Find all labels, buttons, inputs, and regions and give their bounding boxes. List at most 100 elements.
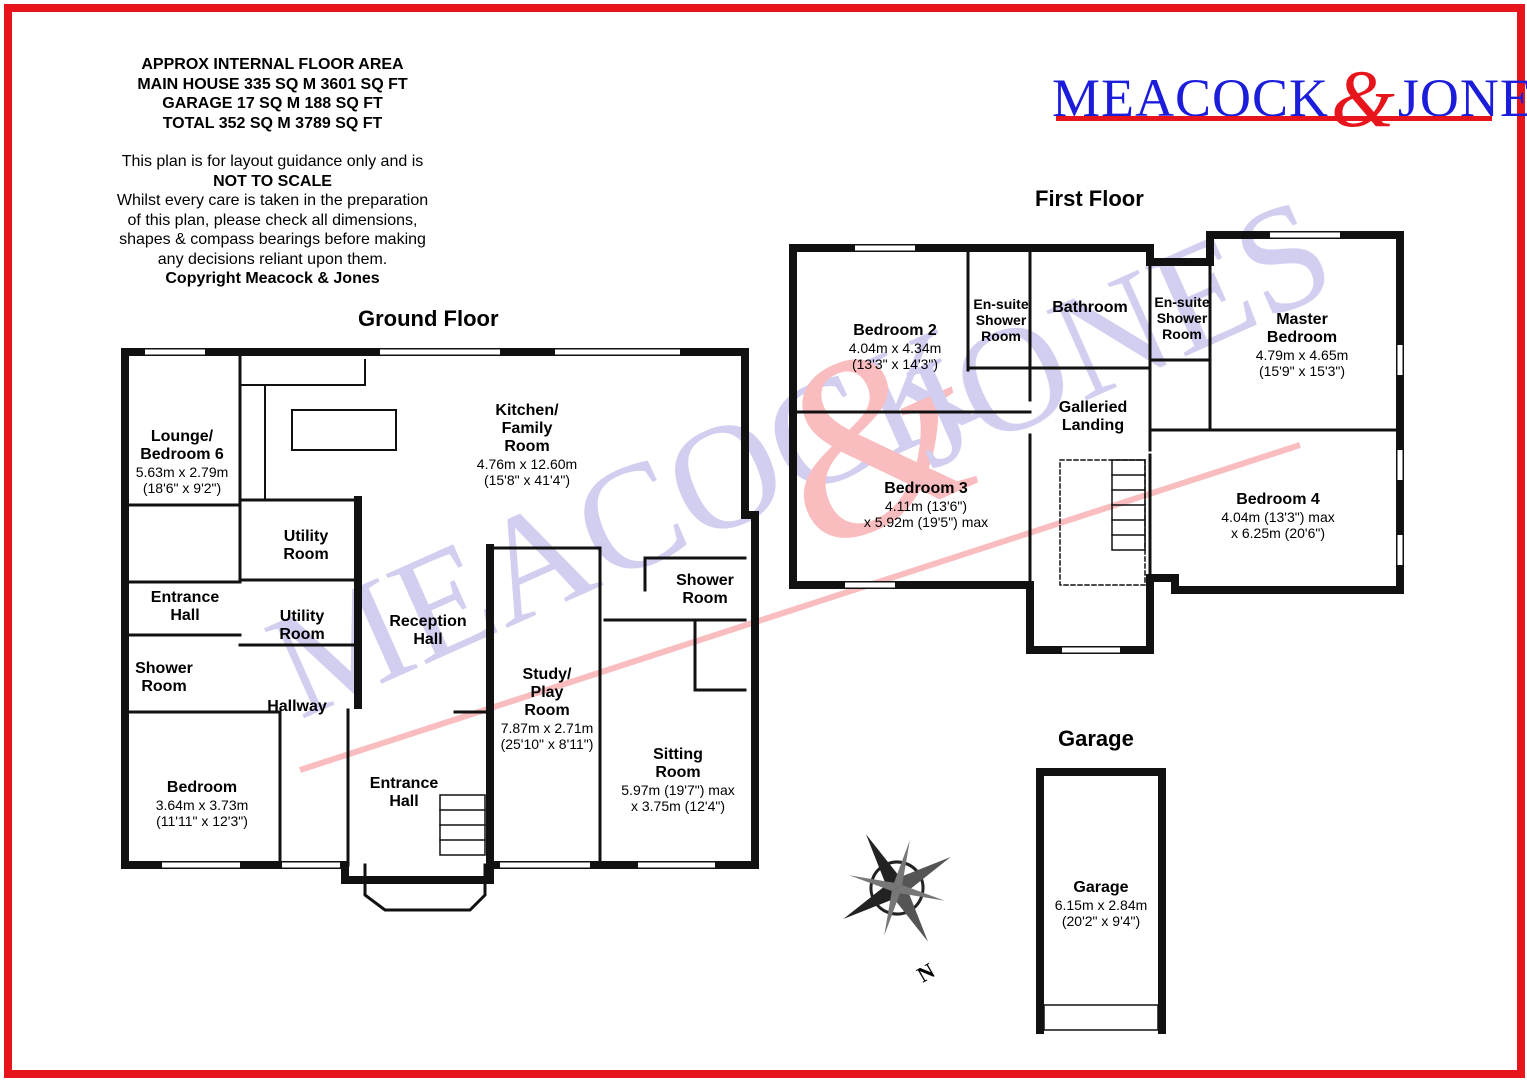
ground-floor-thick-walls	[354, 496, 494, 869]
room-name: Entrance	[150, 589, 220, 606]
room-lounge: Lounge/ Bedroom 6 5.63m x 2.79m (18'6" x…	[136, 428, 229, 496]
logo-ampersand: &	[1331, 53, 1396, 144]
room-dimensions: 4.11m (13'6")	[884, 498, 968, 514]
ground-stairs	[439, 794, 486, 856]
copyright: Copyright Meacock & Jones	[165, 270, 380, 287]
room-bedroom-4: Bedroom 4 4.04m (13'3") max x 6.25m (20'…	[1221, 491, 1334, 541]
company-logo: MEACOCK&JONES	[1052, 42, 1527, 144]
page-border	[4, 4, 1525, 1078]
disclaimer-line: any decisions reliant upon them.	[157, 250, 388, 268]
room-name: Utility	[279, 608, 325, 625]
room-name: En-suite	[1154, 294, 1210, 310]
room-name: Room	[981, 328, 1021, 344]
room-name: Family	[501, 420, 553, 437]
room-name: Bedroom	[166, 779, 238, 796]
disclaimer-line: of this plan, please check all dimension…	[127, 211, 418, 229]
room-entrance-hall-main: Entrance Hall	[370, 775, 438, 811]
room-dimensions-imperial: x 5.92m (19'5") max	[863, 514, 989, 530]
first-floor-title: First Floor	[1035, 186, 1144, 211]
room-dimensions: 4.04m x 4.34m	[848, 340, 942, 356]
room-name: Shower	[135, 660, 193, 677]
area-total: TOTAL 352 SQ M 3789 SQ FT	[162, 114, 383, 132]
room-name: Hall	[170, 607, 200, 624]
room-name: Reception	[389, 613, 467, 630]
room-dimensions: 5.97m (19'7") max	[621, 782, 735, 798]
area-title: APPROX INTERNAL FLOOR AREA	[141, 56, 404, 73]
room-utility-lower: Utility Room	[279, 608, 324, 644]
room-name: En-suite	[973, 296, 1029, 312]
room-dimensions: 6.15m x 2.84m	[1054, 897, 1148, 913]
first-floor-inner-walls	[793, 248, 1400, 587]
room-name: Hall	[389, 793, 419, 810]
room-name: Bathroom	[1052, 299, 1128, 316]
room-name: Shower	[1156, 310, 1208, 326]
first-floor-walls	[789, 231, 1404, 654]
room-name: Entrance	[369, 775, 439, 792]
room-name: Sitting	[653, 746, 703, 763]
room-name: Hallway	[267, 698, 327, 715]
floor-area-info: APPROX INTERNAL FLOOR AREA MAIN HOUSE 33…	[60, 55, 485, 289]
room-sitting: Sitting Room 5.97m (19'7") max x 3.75m (…	[621, 746, 734, 814]
room-name: Study/	[522, 666, 572, 683]
room-garage: Garage 6.15m x 2.84m (20'2" x 9'4")	[1055, 879, 1148, 929]
room-ensuite-2: En-suite Shower Room	[1154, 294, 1209, 342]
disclaimer-line: Whilst every care is taken in the prepar…	[116, 192, 429, 209]
room-name: Landing	[1061, 417, 1125, 434]
area-main-house: MAIN HOUSE 335 SQ M 3601 SQ FT	[137, 75, 408, 93]
room-name: Bedroom 2	[853, 322, 937, 339]
room-dimensions: 3.64m x 3.73m	[155, 797, 249, 813]
room-bathroom: Bathroom	[1052, 299, 1128, 317]
room-bedroom-3: Bedroom 3 4.11m (13'6") x 5.92m (19'5") …	[864, 480, 988, 530]
room-shower-left: Shower Room	[135, 660, 193, 696]
room-name: Bedroom 6	[140, 446, 224, 463]
room-dimensions-imperial: (20'2" x 9'4")	[1061, 913, 1141, 929]
bay-window	[363, 863, 487, 912]
room-hallway: Hallway	[267, 698, 327, 716]
room-name: Room	[141, 678, 187, 695]
disclaimer-line: shapes & compass bearings before making	[119, 231, 426, 248]
first-floor-stairs	[1111, 459, 1146, 551]
ground-floor-inner-walls	[126, 350, 747, 867]
room-name: Room	[524, 702, 570, 719]
room-name: Utility	[283, 528, 329, 545]
room-dimensions-imperial: (25'10" x 8'11")	[500, 736, 594, 752]
room-dimensions-imperial: (15'8" x 41'4")	[483, 472, 571, 488]
ground-floor-title: Ground Floor	[358, 306, 499, 331]
room-name: Room	[682, 590, 728, 607]
room-dimensions: 4.76m x 12.60m	[476, 456, 578, 472]
compass-rose-icon	[843, 834, 951, 942]
garage-title: Garage	[1058, 726, 1134, 751]
room-utility-upper: Utility Room	[283, 528, 328, 564]
room-name: Room	[283, 546, 329, 563]
kitchen-island	[291, 409, 397, 451]
room-dimensions: 4.79m x 4.65m	[1255, 347, 1349, 363]
room-name: Master	[1276, 311, 1328, 328]
room-dimensions-imperial: (18'6" x 9'2")	[142, 480, 222, 496]
room-dimensions-imperial: x 6.25m (20'6")	[1230, 525, 1325, 541]
room-name: Bedroom	[1266, 329, 1338, 346]
kitchen-worktop	[241, 359, 366, 499]
room-master-bedroom: Master Bedroom 4.79m x 4.65m (15'9" x 15…	[1256, 311, 1349, 379]
room-name: Room	[1162, 326, 1202, 342]
room-name: Kitchen/	[495, 402, 559, 419]
room-name: Shower	[676, 572, 734, 589]
room-name: Lounge/	[150, 428, 214, 445]
room-name: Room	[504, 438, 550, 455]
room-dimensions-imperial: (13'3" x 14'3")	[851, 356, 939, 372]
room-name: Bedroom 4	[1236, 491, 1320, 508]
room-name: Play	[530, 684, 564, 701]
room-dimensions: 4.04m (13'3") max	[1221, 509, 1335, 525]
room-name: Garage	[1073, 879, 1129, 896]
watermark: MEACOCK & JONES	[246, 165, 1355, 773]
room-entrance-hall-side: Entrance Hall	[151, 589, 219, 625]
room-dimensions-imperial: (11'11" x 12'3")	[156, 813, 248, 829]
room-name: Bedroom 3	[884, 480, 968, 497]
room-ensuite-1: En-suite Shower Room	[973, 296, 1028, 344]
room-dimensions-imperial: x 3.75m (12'4")	[630, 798, 725, 814]
gallery-balustrade	[1059, 459, 1146, 586]
windows	[145, 232, 1403, 868]
room-reception-hall: Reception Hall	[389, 613, 466, 649]
disclaimer-line: This plan is for layout guidance only an…	[121, 153, 424, 170]
room-galleried-landing: Galleried Landing	[1059, 399, 1127, 435]
